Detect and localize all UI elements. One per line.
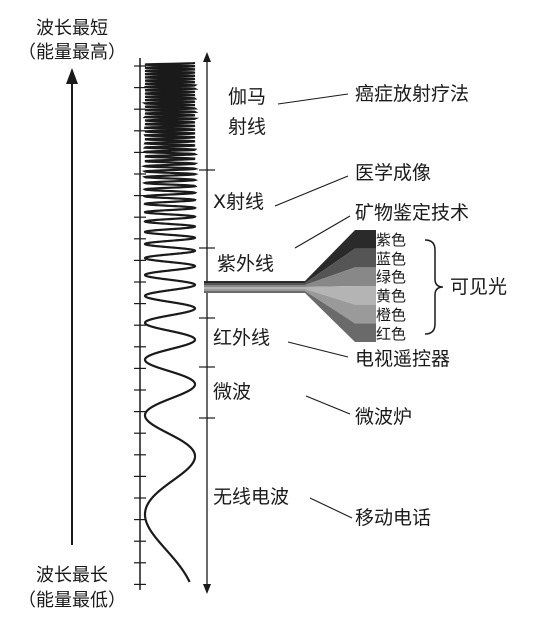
visible-stripe-red [204,291,376,342]
visible-stripe-violet [204,230,376,283]
visible-light-dispersion [204,230,376,342]
color-label-violet: 紫色 [376,231,406,249]
visible-light-label: 可见光 [450,276,507,298]
band-gamma-label-1: 伽马 [228,86,266,108]
color-label-yellow: 黄色 [376,287,406,305]
application-microwave-oven: 微波炉 [355,406,412,428]
wave-curve [140,61,200,583]
band-radio-label: 无线电波 [213,486,289,508]
color-label-blue: 蓝色 [376,250,406,268]
visible-light-brace [424,239,444,335]
color-label-green: 绿色 [376,268,406,286]
application-mobile-phone: 移动电话 [355,507,431,529]
visible-stripe-green [204,267,376,287]
visible-stripe-orange [204,289,376,324]
band-infrared-label: 红外线 [213,327,270,349]
longest-wavelength-label: 波长最长 [36,565,108,586]
lowest-energy-label: （能量最低） [18,590,126,611]
band-uv-label: 紫外线 [217,253,274,275]
color-label-red: 红色 [376,325,406,343]
band-xray-label: X射线 [213,191,264,213]
ruler-ticks [134,65,146,586]
band-boundaries [199,169,215,419]
band-range-bottom-arrow [203,584,211,594]
energy-arrowhead [66,68,78,84]
band-gamma-label-2: 射线 [228,116,266,138]
color-label-orange: 橙色 [376,306,406,324]
visible-stripe-blue [204,248,376,285]
application-leaders [274,93,353,519]
band-range-top-arrow [203,52,211,62]
visible-stripe-yellow [204,286,376,305]
application-medical-imaging: 医学成像 [355,162,431,184]
shortest-wavelength-label: 波长最短 [36,18,108,39]
highest-energy-label: （能量最高） [18,42,126,63]
band-microwave-label: 微波 [213,381,251,403]
application-mineral-identification: 矿物鉴定技术 [355,202,469,224]
application-cancer-radiotherapy: 癌症放射疗法 [355,83,469,105]
application-tv-remote: 电视遥控器 [355,348,450,370]
